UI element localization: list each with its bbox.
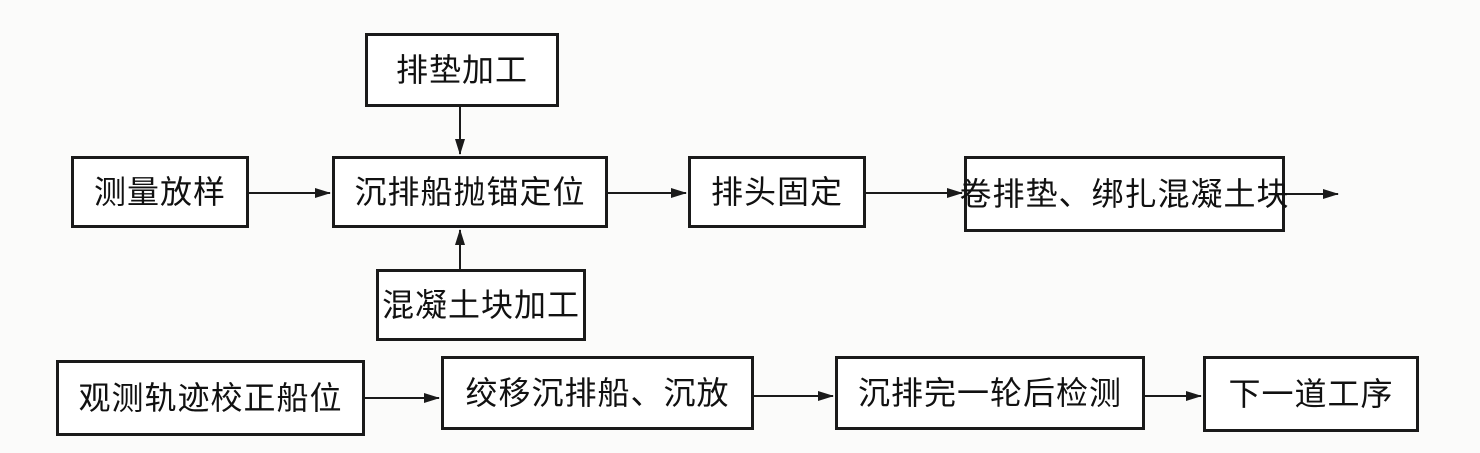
node-guance-guiji: 观测轨迹校正船位 (56, 360, 365, 436)
node-chenpai-jiance: 沉排完一轮后检测 (835, 356, 1145, 430)
node-xiayidao-gongxu: 下一道工序 (1203, 356, 1419, 432)
node-chenpaichuan-paomao-dingwei: 沉排船抛锚定位 (332, 156, 608, 228)
node-celiang-fangyang: 测量放样 (71, 156, 249, 228)
node-paidian-jiagong: 排垫加工 (365, 33, 559, 107)
node-juanpaidian-bangza: 卷排垫、绑扎混凝土块 (960, 156, 1289, 232)
node-hunningtu-kuai-jiagong: 混凝土块加工 (376, 269, 586, 341)
node-paitou-guding: 排头固定 (688, 156, 866, 228)
node-jiaoyi-chenfang: 绞移沉排船、沉放 (441, 356, 754, 430)
